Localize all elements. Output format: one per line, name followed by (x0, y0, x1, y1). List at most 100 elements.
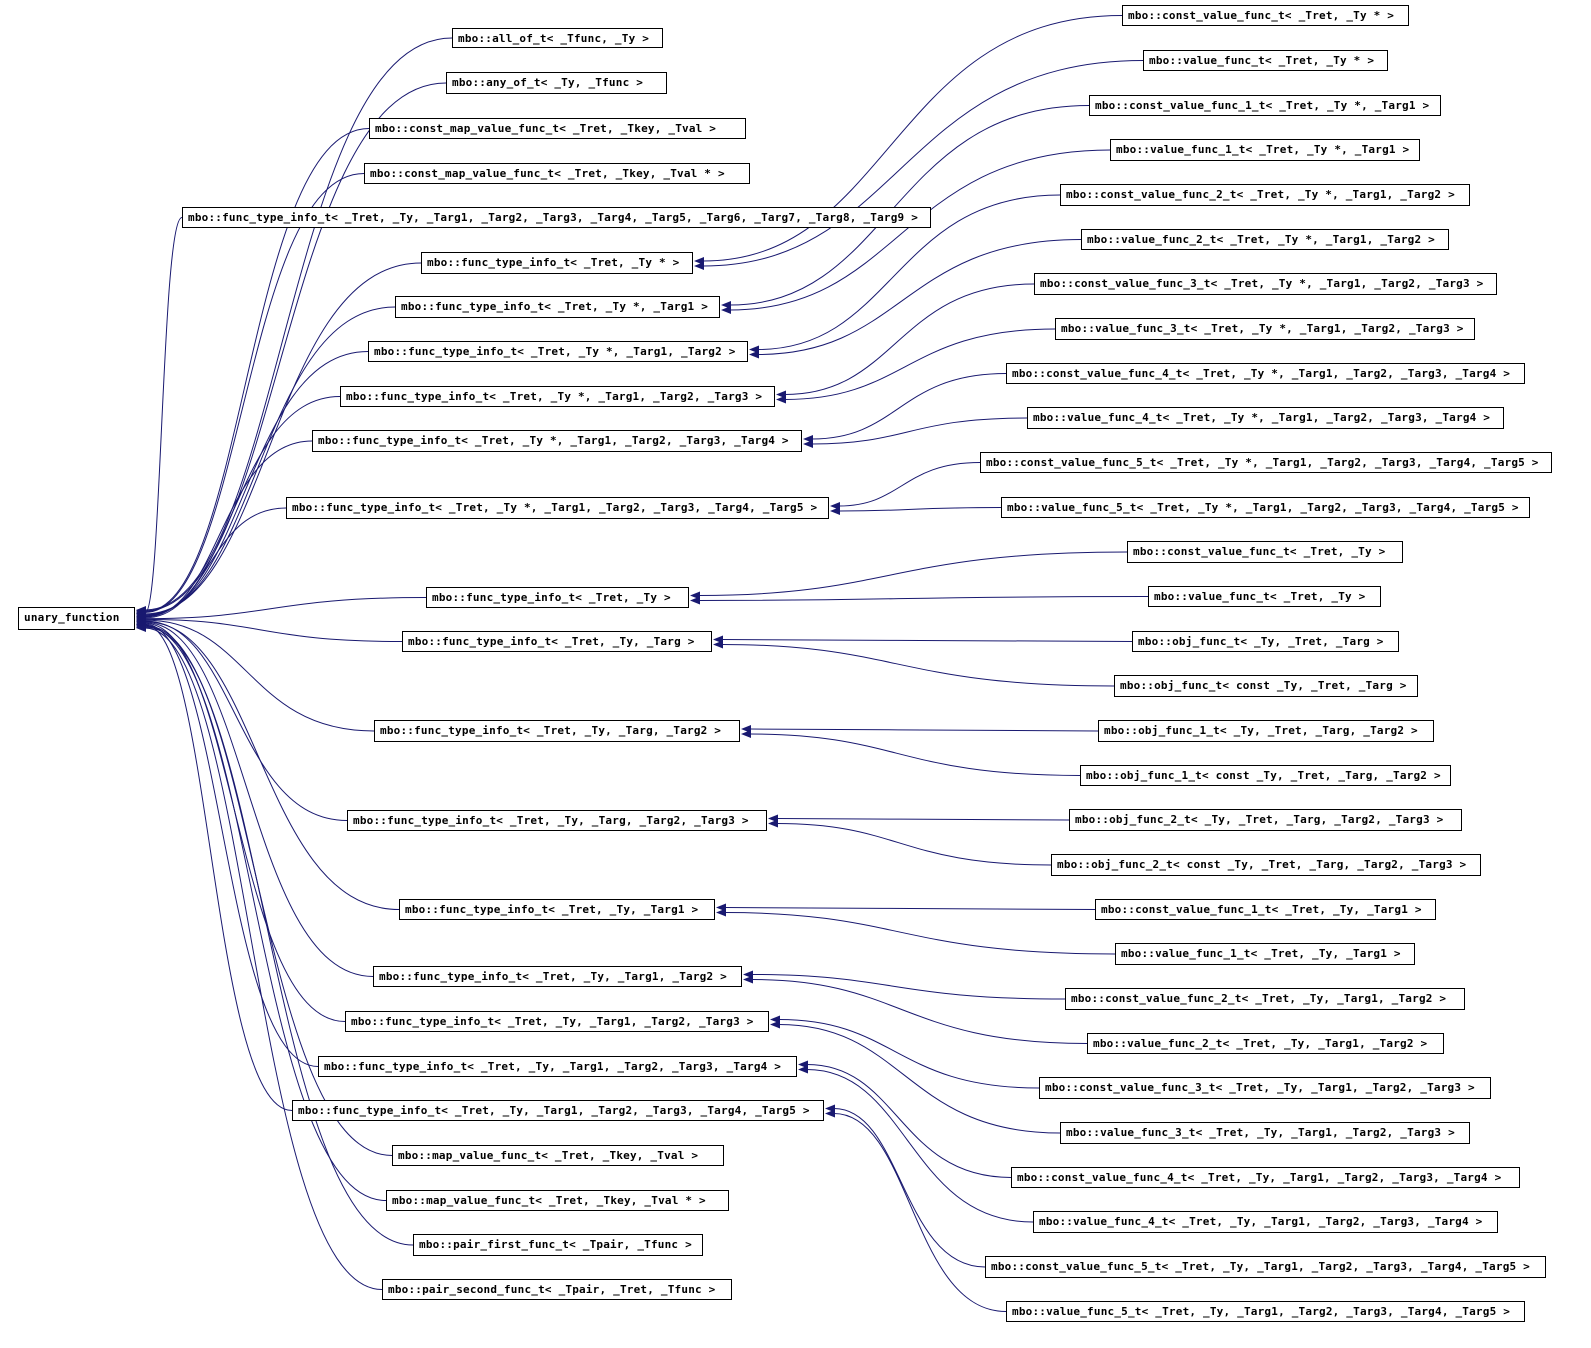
inheritance-edge (144, 619, 375, 732)
inheritance-edge (702, 15, 1123, 262)
class-node[interactable]: mbo::const_value_func_2_t< _Tret, _Ty, _… (1065, 988, 1465, 1010)
class-node[interactable]: mbo::func_type_info_t< _Tret, _Ty *, _Ta… (395, 296, 720, 318)
class-node[interactable]: mbo::func_type_info_t< _Tret, _Ty, _Targ… (182, 207, 931, 228)
class-node[interactable]: mbo::func_type_info_t< _Tret, _Ty *, _Ta… (312, 430, 802, 452)
class-node[interactable]: mbo::obj_func_t< const _Ty, _Tret, _Targ… (1114, 675, 1418, 697)
inheritance-edge (724, 912, 1116, 955)
class-node[interactable]: mbo::const_value_func_4_t< _Tret, _Ty, _… (1011, 1167, 1520, 1188)
class-node[interactable]: mbo::map_value_func_t< _Tret, _Tkey, _Tv… (386, 1190, 729, 1211)
class-node[interactable]: mbo::value_func_1_t< _Tret, _Ty *, _Targ… (1110, 139, 1420, 161)
class-node[interactable]: mbo::obj_func_1_t< const _Ty, _Tret, _Ta… (1080, 765, 1451, 786)
class-node[interactable]: mbo::const_value_func_3_t< _Tret, _Ty, _… (1039, 1077, 1491, 1099)
class-node[interactable]: mbo::obj_func_2_t< const _Ty, _Tret, _Ta… (1051, 854, 1481, 876)
class-node[interactable]: mbo::map_value_func_t< _Tret, _Tkey, _Tv… (392, 1145, 724, 1166)
inheritance-edge (784, 283, 1035, 395)
inheritance-edge (698, 596, 1149, 601)
class-node[interactable]: mbo::const_map_value_func_t< _Tret, _Tke… (364, 163, 750, 184)
inheritance-edge (144, 623, 319, 1067)
class-node[interactable]: mbo::func_type_info_t< _Tret, _Ty > (426, 587, 689, 608)
inheritance-edge (144, 262, 422, 615)
arrowhead-icon (713, 640, 723, 649)
class-node[interactable]: mbo::value_func_5_t< _Tret, _Ty *, _Targ… (1001, 497, 1530, 518)
class-node[interactable]: mbo::value_func_5_t< _Tret, _Ty, _Targ1,… (1006, 1301, 1525, 1322)
arrowhead-icon (803, 440, 813, 448)
class-node[interactable]: mbo::func_type_info_t< _Tret, _Ty *, _Ta… (340, 386, 775, 407)
inheritance-edge (776, 823, 1052, 866)
inheritance-edge (144, 37, 453, 611)
inheritance-edge (144, 306, 396, 616)
class-node[interactable]: mbo::obj_func_t< _Ty, _Tret, _Targ > (1132, 631, 1399, 652)
class-node[interactable]: mbo::const_value_func_4_t< _Tret, _Ty *,… (1006, 363, 1525, 384)
inheritance-edge (144, 627, 383, 1290)
class-node[interactable]: mbo::value_func_4_t< _Tret, _Ty, _Targ1,… (1033, 1211, 1498, 1233)
arrowhead-icon (741, 730, 751, 738)
inheritance-edge (144, 618, 403, 642)
class-node[interactable]: mbo::value_func_3_t< _Tret, _Ty *, _Targ… (1055, 318, 1475, 340)
inheritance-edge (144, 440, 313, 618)
inheritance-edge (749, 728, 1099, 732)
class-node[interactable]: mbo::all_of_t< _Tfunc, _Ty > (452, 28, 663, 48)
class-node[interactable]: mbo::func_type_info_t< _Tret, _Ty, _Targ… (292, 1100, 824, 1121)
inheritance-edge (784, 328, 1056, 400)
arrowhead-icon (716, 908, 726, 917)
class-node[interactable]: mbo::func_type_info_t< _Tret, _Ty, _Targ… (345, 1011, 769, 1032)
inheritance-edge (144, 217, 183, 614)
inheritance-edge (724, 907, 1096, 910)
class-node[interactable]: mbo::const_value_func_t< _Tret, _Ty > (1127, 541, 1403, 563)
class-node[interactable]: mbo::func_type_info_t< _Tret, _Ty *, _Ta… (368, 341, 748, 362)
class-node[interactable]: mbo::const_value_func_1_t< _Tret, _Ty *,… (1089, 95, 1441, 116)
inheritance-edge (144, 597, 427, 620)
inheritance-edge (144, 626, 414, 1246)
class-node[interactable]: mbo::const_value_func_t< _Tret, _Ty * > (1122, 5, 1409, 26)
inheritance-edge (811, 373, 1007, 440)
class-node[interactable]: mbo::value_func_2_t< _Tret, _Ty, _Targ1,… (1087, 1033, 1444, 1054)
class-node[interactable]: mbo::value_func_t< _Tret, _Ty > (1148, 586, 1381, 607)
inheritance-edge (751, 974, 1066, 1000)
class-node[interactable]: mbo::obj_func_1_t< _Ty, _Tret, _Targ, _T… (1098, 720, 1434, 742)
arrowhead-icon (768, 819, 778, 828)
inheritance-edge (144, 622, 374, 977)
inheritance-edge (721, 639, 1133, 642)
arrowhead-icon (743, 975, 753, 984)
class-node[interactable]: mbo::const_value_func_5_t< _Tret, _Ty *,… (980, 452, 1552, 473)
class-node[interactable]: mbo::const_map_value_func_t< _Tret, _Tke… (369, 118, 746, 139)
class-node[interactable]: mbo::func_type_info_t< _Tret, _Ty, _Targ… (374, 720, 740, 742)
inheritance-edge (778, 1019, 1040, 1089)
class-node[interactable]: mbo::value_func_2_t< _Tret, _Ty *, _Targ… (1081, 229, 1449, 250)
class-node[interactable]: mbo::value_func_1_t< _Tret, _Ty, _Targ1 … (1115, 943, 1415, 965)
class-node[interactable]: mbo::pair_second_func_t< _Tpair, _Tret, … (382, 1279, 732, 1300)
class-node[interactable]: mbo::func_type_info_t< _Tret, _Ty, _Targ… (402, 631, 712, 652)
arrowhead-icon (690, 596, 700, 605)
arrowhead-icon (136, 624, 146, 632)
class-node[interactable]: mbo::const_value_func_1_t< _Tret, _Ty, _… (1095, 899, 1436, 920)
arrowhead-icon (825, 1109, 835, 1118)
arrowhead-icon (776, 395, 786, 404)
class-node[interactable]: mbo::const_value_func_3_t< _Tret, _Ty *,… (1034, 273, 1497, 295)
class-node[interactable]: mbo::obj_func_2_t< _Ty, _Tret, _Targ, _T… (1069, 809, 1462, 831)
inheritance-edge (838, 507, 1002, 512)
class-node[interactable]: mbo::func_type_info_t< _Tret, _Ty, _Targ… (347, 810, 767, 831)
class-node-unary-function[interactable]: unary_function (18, 607, 135, 630)
class-node[interactable]: mbo::func_type_info_t< _Tret, _Ty * > (421, 252, 693, 274)
class-node[interactable]: mbo::func_type_info_t< _Tret, _Ty *, _Ta… (286, 497, 829, 519)
class-node[interactable]: mbo::const_value_func_5_t< _Tret, _Ty, _… (985, 1256, 1546, 1278)
inheritance-edge (776, 818, 1070, 821)
class-node[interactable]: mbo::pair_first_func_t< _Tpair, _Tfunc > (413, 1234, 703, 1256)
class-node[interactable]: mbo::any_of_t< _Ty, _Tfunc > (446, 72, 667, 94)
inheritance-edge (144, 507, 287, 619)
class-node[interactable]: mbo::func_type_info_t< _Tret, _Ty, _Targ… (318, 1056, 797, 1077)
class-node[interactable]: mbo::value_func_3_t< _Tret, _Ty, _Targ1,… (1060, 1122, 1470, 1144)
class-node[interactable]: mbo::value_func_4_t< _Tret, _Ty *, _Targ… (1027, 407, 1504, 429)
inheritance-edge (702, 60, 1144, 267)
class-node[interactable]: mbo::value_func_t< _Tret, _Ty * > (1143, 50, 1388, 71)
class-node[interactable]: mbo::func_type_info_t< _Tret, _Ty, _Targ… (373, 966, 742, 987)
class-node[interactable]: mbo::const_value_func_2_t< _Tret, _Ty *,… (1060, 184, 1470, 206)
inheritance-edge (833, 1108, 986, 1268)
inheritance-edge (833, 1113, 1007, 1312)
inheritance-edge (778, 1024, 1061, 1134)
arrowhead-icon (749, 350, 759, 359)
class-node[interactable]: mbo::func_type_info_t< _Tret, _Ty, _Targ… (399, 899, 715, 920)
inheritance-edge (144, 621, 400, 910)
inheritance-edge (698, 551, 1128, 596)
